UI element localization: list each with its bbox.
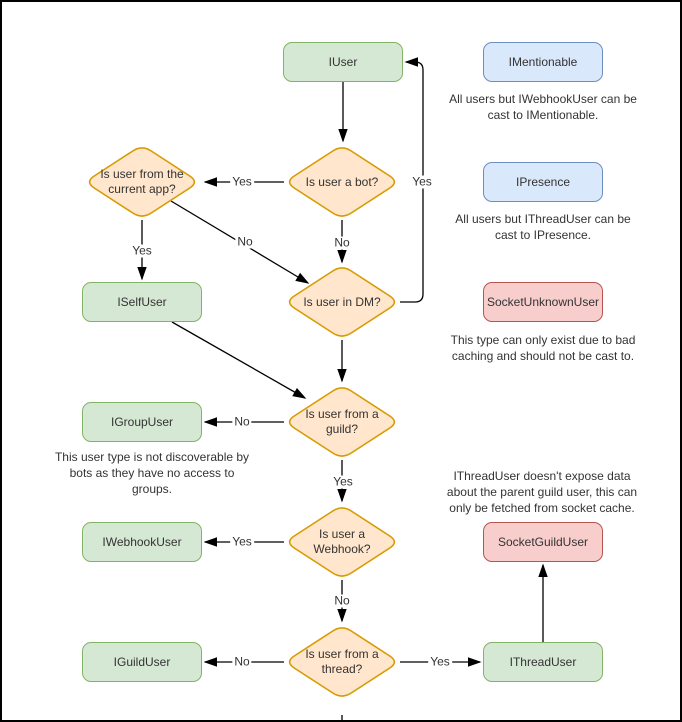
node-is-user-from-current-app: Is user from the current app?: [84, 144, 200, 220]
node-ipresence: IPresence: [483, 162, 603, 202]
annotation-igroupuser-note: This user type is not discoverable by bo…: [54, 450, 250, 496]
diamond-shape: [288, 507, 396, 577]
node-socketguilduser: SocketGuildUser: [483, 522, 603, 562]
node-iuser: IUser: [283, 42, 403, 82]
node-label: Is user a bot?: [305, 174, 379, 189]
node-is-user-from-thread: Is user from a thread?: [284, 624, 400, 700]
node-socketunknownuser: SocketUnknownUser: [483, 282, 603, 322]
node-label: IGuildUser: [113, 654, 171, 669]
node-label: Is user from a thread?: [305, 647, 379, 676]
edge-label-thread-yes: Yes: [428, 654, 452, 669]
node-label: Is user from a guild?: [305, 407, 379, 436]
diamond-shape: [288, 147, 396, 217]
edge-label-webhook-no: No: [332, 593, 352, 608]
node-is-user-in-dm: Is user in DM?: [284, 264, 400, 340]
node-iwebhookuser: IWebhookUser: [82, 522, 202, 562]
node-is-user-a-webhook: Is user a Webhook?: [284, 504, 400, 580]
node-label: IUser: [328, 54, 358, 69]
node-iguilduser: IGuildUser: [82, 642, 202, 682]
node-is-user-from-guild: Is user from a guild?: [284, 384, 400, 460]
node-label: IPresence: [515, 174, 571, 189]
edge-label-current-app-no: No: [235, 234, 255, 249]
node-imentionable: IMentionable: [483, 42, 603, 82]
node-igroupuser: IGroupUser: [82, 402, 202, 442]
edge-label-thread-no: No: [232, 654, 252, 669]
annotation-imentionable-note: All users but IWebhookUser can be cast t…: [449, 92, 637, 122]
annotation-ipresence-note: All users but IThreadUser can be cast to…: [455, 212, 631, 242]
edge-label-dm-yes: Yes: [410, 174, 434, 189]
node-label: IThreadUser: [509, 654, 577, 669]
node-label: SocketUnknownUser: [486, 294, 600, 309]
edge-iselfuser-to-guild: [171, 321, 305, 398]
node-iselfuser: ISelfUser: [82, 282, 202, 322]
edge-label-bot-yes: Yes: [230, 174, 254, 189]
node-label: Is user in DM?: [303, 294, 381, 309]
node-label: IGroupUser: [110, 414, 174, 429]
edge-label-bot-no: No: [332, 235, 352, 250]
diamond-shape: [288, 387, 396, 457]
edge-label-webhook-yes: Yes: [230, 534, 254, 549]
annotation-socketunknownuser-note: This type can only exist due to bad cach…: [450, 333, 636, 363]
node-label: ISelfUser: [117, 294, 167, 309]
node-is-user-a-bot: Is user a bot?: [284, 144, 400, 220]
diamond-shape: [288, 267, 396, 337]
node-label: Is user a Webhook?: [313, 527, 371, 556]
annotation-ithreaduser-note: IThreadUser doesn't expose data about th…: [446, 469, 638, 515]
edge-label-guild-no: No: [232, 414, 252, 429]
node-label: SocketGuildUser: [497, 534, 589, 549]
node-ithreaduser: IThreadUser: [483, 642, 603, 682]
edge-label-guild-yes: Yes: [331, 474, 355, 489]
node-label: Is user from the current app?: [100, 167, 184, 196]
diamond-shape: [88, 147, 196, 217]
diamond-shape: [288, 627, 396, 697]
node-label: IMentionable: [508, 54, 578, 69]
edge-label-current-app-yes: Yes: [130, 243, 154, 258]
node-label: IWebhookUser: [102, 534, 182, 549]
